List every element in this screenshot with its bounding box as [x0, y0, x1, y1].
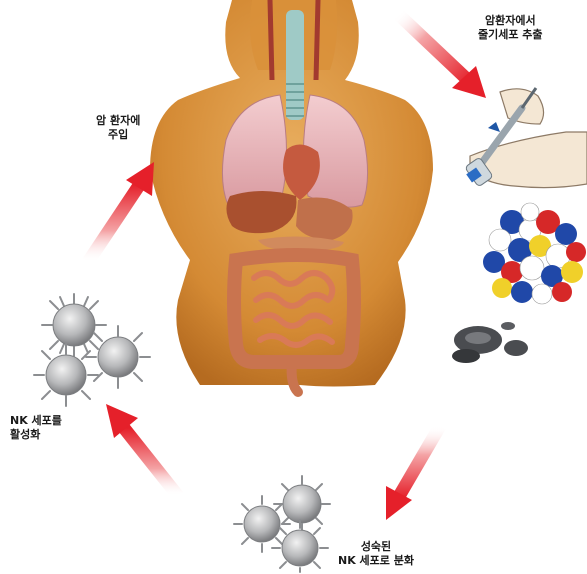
arrow-to-extraction	[398, 14, 486, 98]
syringe-hand-icon	[465, 88, 587, 188]
label-differentiate-line2: NK 세포로 분화	[338, 554, 414, 568]
nk-cell-icon	[34, 294, 150, 406]
arrow-to-activation	[106, 404, 178, 496]
red-blood-cells-icon	[452, 322, 528, 363]
human-body-illustration	[150, 0, 433, 392]
label-inject-patient: 암 환자에 주입	[96, 114, 140, 142]
label-inject-line2: 주입	[96, 128, 140, 142]
molecule-model-icon	[483, 203, 586, 304]
label-differentiate-nk: 성숙된 NK 세포로 분화	[338, 540, 414, 568]
label-activate-nk: NK 세포를 활성화	[10, 414, 62, 442]
label-extract-line1: 암환자에서	[478, 14, 543, 28]
arrow-to-differentiation	[386, 426, 440, 520]
label-extract-line2: 줄기세포 추출	[478, 28, 543, 42]
label-activate-line2: 활성화	[10, 428, 62, 442]
label-inject-line1: 암 환자에	[96, 114, 140, 128]
mature-nk-cells-icon	[234, 476, 330, 572]
arrow-to-injection	[88, 162, 154, 262]
label-extract-stem-cells: 암환자에서 줄기세포 추출	[478, 14, 543, 42]
label-activate-line1: NK 세포를	[10, 414, 62, 428]
label-differentiate-line1: 성숙된	[338, 540, 414, 554]
